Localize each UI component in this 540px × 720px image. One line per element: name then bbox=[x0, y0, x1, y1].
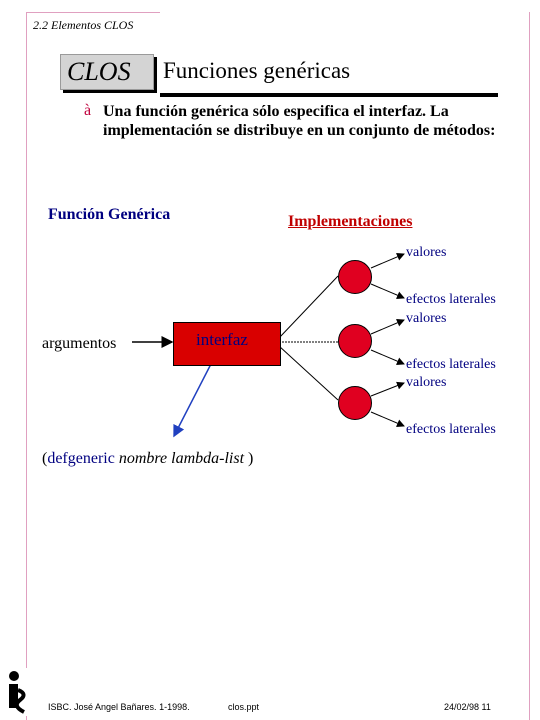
connector-method1 bbox=[278, 275, 339, 339]
clos-badge: CLOS bbox=[60, 54, 154, 90]
frame-right-border bbox=[529, 12, 530, 720]
footer-date-page: 24/02/98 11 bbox=[444, 702, 491, 712]
generic-function-label: Función Genérica bbox=[48, 206, 171, 223]
footer-author: ISBC. José Angel Bañares. 1-1998. bbox=[48, 702, 190, 712]
bullet-text: Una función genérica sólo especifica el … bbox=[103, 103, 496, 139]
clos-badge-label: CLOS bbox=[67, 57, 131, 86]
section-heading: 2.2 Elementos CLOS bbox=[33, 18, 134, 32]
method-node-3 bbox=[338, 386, 372, 420]
method2-effects-arrow bbox=[370, 349, 405, 365]
code-args: nombre lambda-list bbox=[114, 450, 245, 467]
method-node-1 bbox=[338, 260, 372, 294]
interface-box: interfaz bbox=[173, 322, 281, 366]
code-close-paren: ) bbox=[244, 450, 254, 467]
method3-values-arrow bbox=[370, 381, 405, 397]
connector-method3 bbox=[278, 345, 339, 401]
implementations-label: Implementaciones bbox=[288, 213, 413, 230]
method1-values-label: valores bbox=[406, 245, 447, 260]
method1-effects-label: efectos laterales bbox=[406, 292, 496, 307]
method2-effects-label: efectos laterales bbox=[406, 357, 496, 372]
isbc-logo-icon bbox=[6, 668, 30, 716]
method2-values-arrow bbox=[370, 319, 405, 335]
arguments-label: argumentos bbox=[42, 335, 117, 352]
method1-values-arrow bbox=[370, 253, 405, 269]
interface-to-code-arrow bbox=[173, 361, 213, 438]
method2-values-label: valores bbox=[406, 311, 447, 326]
method-node-2 bbox=[338, 324, 372, 358]
frame-top-border bbox=[26, 12, 160, 13]
slide-title: Funciones genéricas bbox=[163, 58, 351, 83]
method3-effects-arrow bbox=[370, 411, 405, 427]
code-open-paren: ( bbox=[42, 450, 48, 467]
method1-effects-arrow bbox=[370, 283, 405, 299]
bullet-arrow-icon: à bbox=[84, 102, 92, 119]
footer-file: clos.ppt bbox=[228, 702, 260, 712]
code-keyword: defgeneric bbox=[47, 450, 115, 467]
defgeneric-code: (defgeneric nombre lambda-list ) bbox=[42, 450, 253, 468]
method3-values-label: valores bbox=[406, 375, 447, 390]
title-underline bbox=[160, 93, 498, 97]
method3-effects-label: efectos laterales bbox=[406, 422, 496, 437]
frame-left-border bbox=[26, 12, 27, 720]
interface-label: interfaz bbox=[196, 330, 248, 349]
